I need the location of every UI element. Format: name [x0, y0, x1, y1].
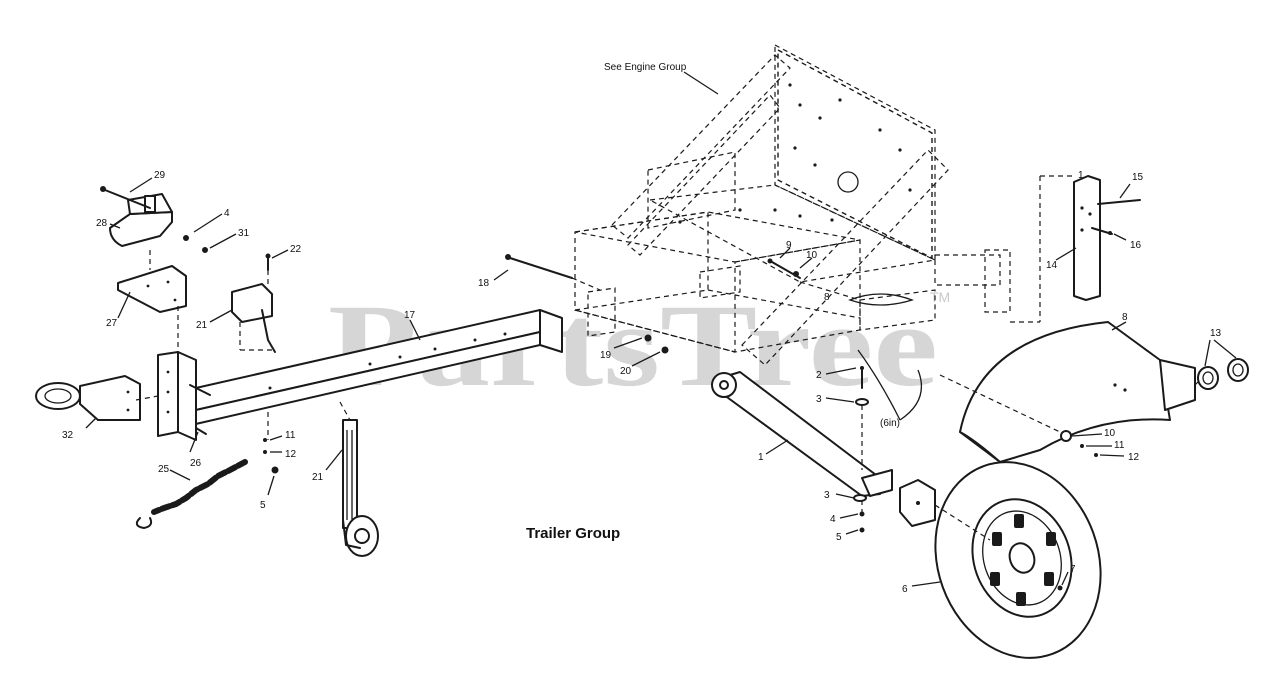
- callout-22: 22: [290, 244, 302, 255]
- jack-bracket: [231, 283, 276, 353]
- callout-6in: (6in): [880, 418, 900, 429]
- callout-25: 25: [158, 464, 170, 475]
- callout-32: 32: [62, 430, 74, 441]
- callout-4-lower: 4: [830, 514, 836, 525]
- coupler-plate: [117, 265, 187, 313]
- callout-5-lower: 5: [836, 532, 842, 543]
- safety-chain: [135, 459, 248, 529]
- tongue-bracket: [157, 351, 211, 441]
- hitch-coupler: [109, 193, 173, 247]
- tail-lights: [1197, 358, 1249, 390]
- callout-20: 20: [620, 366, 632, 377]
- callout-3-upper: 3: [816, 394, 822, 405]
- axle: [711, 371, 936, 527]
- fender: [959, 321, 1196, 463]
- callout-7: 7: [1070, 564, 1076, 575]
- callout-21-lower: 21: [312, 472, 324, 483]
- leader-lines: [85, 71, 1237, 587]
- callouts: 29 28 4 31 27 22 21 17 18 9 10 19 20 32 …: [62, 170, 1222, 595]
- callout-17: 17: [404, 310, 416, 321]
- callout-16: 16: [1130, 240, 1142, 251]
- callout-1-upper: 1: [1078, 170, 1084, 181]
- callout-28: 28: [96, 218, 108, 229]
- callout-14: 14: [1046, 260, 1058, 271]
- callout-2: 2: [816, 370, 822, 381]
- callout-4: 4: [224, 208, 230, 219]
- see-engine-group-note: See Engine Group: [604, 62, 687, 73]
- watermark-tm: TM: [930, 289, 950, 305]
- callout-12-front: 12: [285, 449, 297, 460]
- callout-10-rear: 10: [1104, 428, 1116, 439]
- hardware: [100, 186, 1141, 591]
- callout-10-upper: 10: [806, 250, 818, 261]
- callout-9: 9: [786, 240, 792, 251]
- callout-18: 18: [478, 278, 490, 289]
- callout-19: 19: [600, 350, 612, 361]
- callout-15: 15: [1132, 172, 1144, 183]
- callout-1-axle: 1: [758, 452, 764, 463]
- assembly-lines: [135, 175, 1201, 541]
- jack-stand: [342, 419, 379, 557]
- wheel: [934, 461, 1102, 659]
- tongue-tube: [186, 309, 563, 427]
- callout-8-chassis: 8: [824, 292, 830, 303]
- callout-27: 27: [106, 318, 118, 329]
- callout-21-upper: 21: [196, 320, 208, 331]
- chassis-frame: [574, 44, 1011, 366]
- diagram-title: Trailer Group: [526, 525, 620, 542]
- callout-29: 29: [154, 170, 166, 181]
- callout-31: 31: [238, 228, 250, 239]
- callout-3-lower: 3: [824, 490, 830, 501]
- callout-11-front: 11: [285, 430, 296, 441]
- lunette-eye: [35, 375, 141, 421]
- callout-5-front: 5: [260, 500, 266, 511]
- callout-26: 26: [190, 458, 202, 469]
- callout-13: 13: [1210, 328, 1222, 339]
- callout-6: 6: [902, 584, 908, 595]
- callout-8-fender: 8: [1122, 312, 1128, 323]
- callout-11-rear: 11: [1114, 440, 1125, 451]
- callout-12-rear: 12: [1128, 452, 1140, 463]
- rear-stand-bracket: [1073, 175, 1101, 301]
